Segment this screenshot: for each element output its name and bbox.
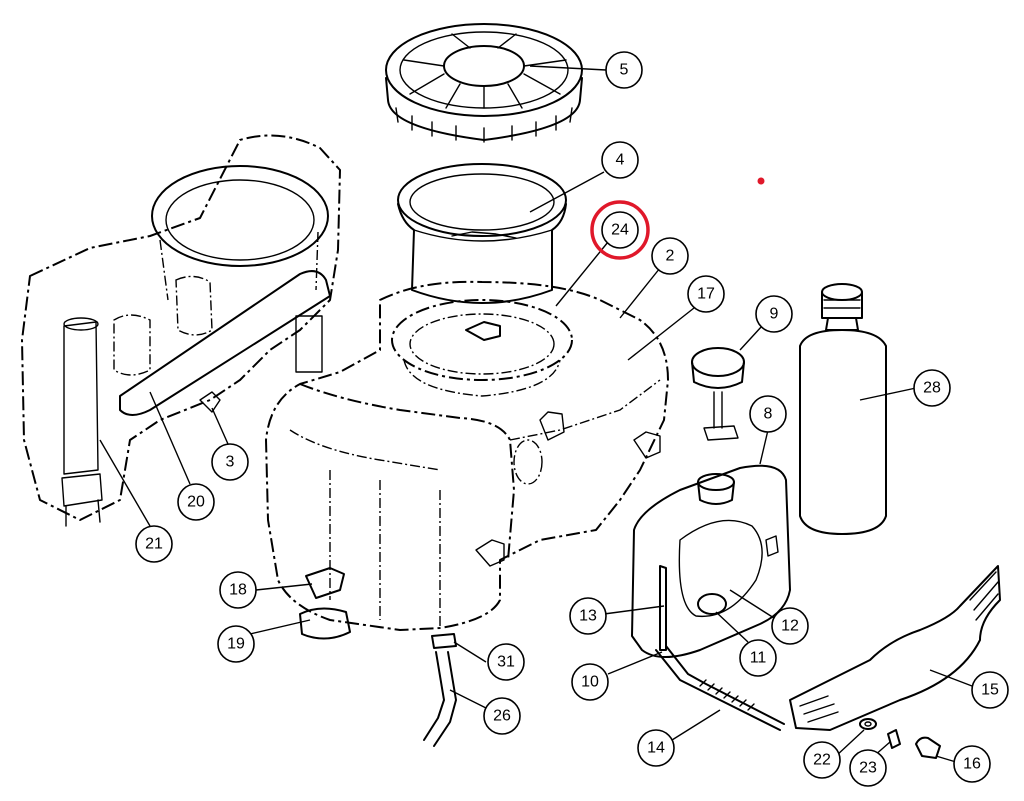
callout-10[interactable]: 10 [571,663,609,701]
callout-4[interactable]: 4 [601,141,639,179]
svg-text:4: 4 [616,152,625,169]
callout-15[interactable]: 15 [971,671,1009,709]
callout-26[interactable]: 26 [483,697,521,735]
callout-20[interactable]: 20 [177,483,215,521]
svg-text:9: 9 [770,306,779,323]
svg-text:19: 19 [227,636,245,653]
callout-31[interactable]: 31 [487,643,525,681]
callout-3[interactable]: 3 [211,443,249,481]
callout-14[interactable]: 14 [637,729,675,767]
svg-text:12: 12 [781,618,799,635]
callout-12[interactable]: 12 [771,607,809,645]
callout-17[interactable]: 17 [687,275,725,313]
svg-text:18: 18 [229,582,247,599]
svg-text:17: 17 [697,286,715,303]
callout-23[interactable]: 23 [849,749,887,787]
svg-text:16: 16 [963,756,981,773]
svg-text:10: 10 [581,674,599,691]
callout-18[interactable]: 18 [219,571,257,609]
callout-8[interactable]: 8 [749,395,787,433]
callout-16[interactable]: 16 [953,745,991,783]
svg-text:13: 13 [579,608,597,625]
callout-9[interactable]: 9 [755,295,793,333]
callout-5[interactable]: 5 [605,51,643,89]
small-parts-drawing [299,567,941,759]
svg-text:15: 15 [981,682,999,699]
part-28-bottle-drawing [799,283,887,535]
svg-text:11: 11 [750,650,767,667]
svg-text:26: 26 [493,708,511,725]
callout-19[interactable]: 19 [217,625,255,663]
red-dot-mark [757,177,765,185]
svg-text:3: 3 [226,454,235,471]
callout-2[interactable]: 2 [651,237,689,275]
main-tank-drawing [265,280,669,631]
svg-text:20: 20 [187,494,205,511]
callout-28[interactable]: 28 [913,369,951,407]
callout-22[interactable]: 22 [803,741,841,779]
part-4-filter-cup-drawing [397,163,567,304]
leader-lines [99,65,973,763]
svg-text:22: 22 [813,752,831,769]
svg-text:23: 23 [859,760,877,777]
part-5-lid-drawing [385,23,583,143]
highlight-ring [590,200,650,260]
svg-text:5: 5 [620,62,629,79]
part-8-small-tank-drawing [631,464,791,658]
svg-text:31: 31 [497,654,515,671]
callout-13[interactable]: 13 [569,597,607,635]
callout-11[interactable]: 11 [739,639,777,677]
part-15-plate-drawing [789,565,1001,731]
svg-text:28: 28 [923,380,941,397]
svg-text:24: 24 [611,222,629,239]
part-9-cap-drawing [691,347,745,441]
part-14-hose-drawing [655,645,785,731]
svg-text:2: 2 [666,248,675,265]
svg-text:14: 14 [647,740,665,757]
svg-text:8: 8 [764,406,773,423]
callout-24[interactable]: 24 [590,200,650,260]
left-assembly-drawing [21,134,341,527]
svg-text:21: 21 [145,536,163,553]
callout-21[interactable]: 21 [135,525,173,563]
